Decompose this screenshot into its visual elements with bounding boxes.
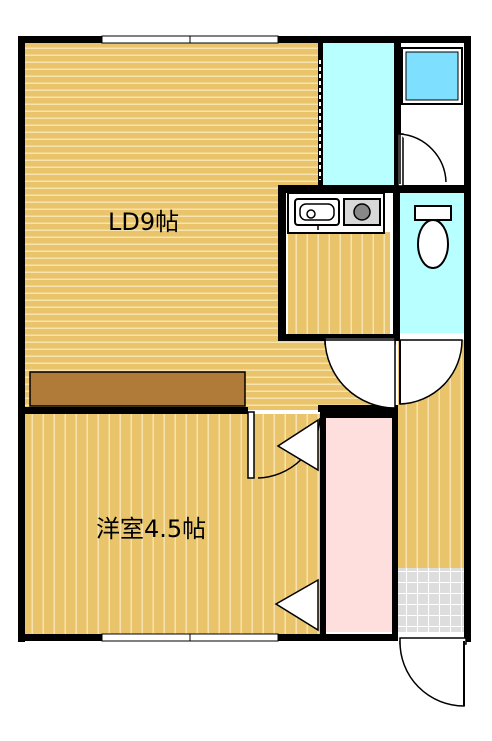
ld-room-label: LD9帖 — [108, 208, 179, 236]
ld-floor — [22, 42, 395, 410]
kitchen-floor — [288, 232, 390, 336]
western-room-label: 洋室4.5帖 — [96, 515, 206, 543]
window-bottom — [101, 633, 279, 642]
stove-icon — [343, 198, 381, 226]
sink-icon — [294, 198, 340, 230]
closet-door-top — [276, 418, 319, 472]
storage-counter — [29, 371, 246, 407]
window-top — [101, 35, 279, 44]
washroom — [323, 42, 395, 185]
western-room-floor — [22, 414, 320, 634]
toilet-icon — [414, 205, 452, 269]
closet — [326, 418, 392, 632]
bathtub-icon — [401, 47, 463, 105]
closet-door-bottom — [274, 578, 319, 632]
toilet-door — [399, 339, 463, 405]
washroom-door — [324, 337, 396, 409]
kitchen-counter — [287, 192, 385, 234]
entrance-tile — [398, 568, 464, 632]
bath-door — [397, 133, 447, 187]
entrance-door — [399, 637, 467, 707]
